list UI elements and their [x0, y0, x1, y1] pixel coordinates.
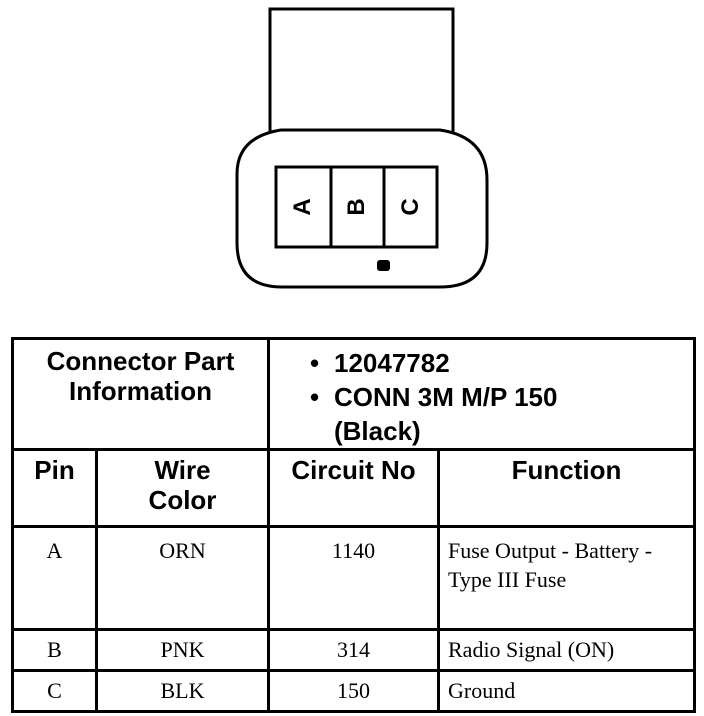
header-cell-function: Function	[436, 448, 697, 528]
header-cell-pin: Pin	[11, 448, 98, 528]
connector-info-label-line1: Connector Part	[46, 346, 235, 376]
pin-label-b: B	[343, 198, 370, 216]
header-wire-color: Wire Color	[98, 451, 267, 515]
pin-value: C	[47, 678, 62, 703]
connector-description: CONN 3M M/P 150	[334, 382, 558, 412]
circuit-no-value: 1140	[331, 538, 376, 563]
header-cell-wire-color: Wire Color	[95, 448, 270, 528]
wire-color-cell: BLK	[95, 669, 270, 713]
header-circuit-no: Circuit No	[291, 455, 416, 485]
table-row: B PNK 314 Radio Signal (ON)	[11, 628, 697, 672]
table-row: A ORN 1140 Fuse Output - Battery - Type …	[11, 525, 697, 631]
header-wire-color-line2: Color	[148, 485, 217, 515]
pin-value: A	[46, 538, 63, 563]
connector-info-list: • 12047782 • CONN 3M M/P 150 (Black)	[270, 340, 693, 448]
function-cell: Ground	[436, 669, 697, 713]
pin-label-c: C	[397, 198, 424, 216]
wire-color-value: BLK	[160, 678, 205, 703]
function-value: Fuse Output - Battery - Type III Fuse	[448, 538, 653, 592]
header-function: Function	[511, 455, 622, 485]
connector-face-diagram: A B C	[0, 0, 704, 300]
header-pin: Pin	[34, 455, 75, 485]
circuit-no-value: 314	[337, 637, 370, 662]
connector-color-item: (Black)	[310, 414, 693, 448]
function-cell: Fuse Output - Battery - Type III Fuse	[436, 525, 697, 631]
connector-description-item: • CONN 3M M/P 150	[310, 380, 693, 414]
pin-cell: A	[11, 525, 98, 631]
bullet-icon: •	[310, 348, 320, 378]
connector-color: (Black)	[334, 416, 421, 446]
wire-color-cell: ORN	[95, 525, 270, 631]
header-cell-circuit-no: Circuit No	[267, 448, 440, 528]
pin-label-a: A	[289, 198, 316, 216]
pin-cell: C	[11, 669, 98, 713]
connector-info-label: Connector Part Information	[14, 340, 267, 406]
connector-info-label-line2: Information	[69, 376, 212, 406]
circuit-no-cell: 1140	[267, 525, 440, 631]
table-row: C BLK 150 Ground	[11, 669, 697, 713]
wire-color-cell: PNK	[95, 628, 270, 672]
connector-housing-back	[268, 7, 455, 138]
circuit-no-value: 150	[337, 678, 370, 703]
bullet-icon: •	[310, 382, 320, 412]
pin-value: B	[47, 637, 62, 662]
connector-info-row: Connector Part Information • 12047782 • CO…	[11, 337, 697, 451]
connector-pinout-table: Connector Part Information •12047782 •CO…	[11, 337, 697, 713]
part-number-item: • 12047782	[310, 346, 693, 380]
pin-cell: B	[11, 628, 98, 672]
connector-info-values-cell: • 12047782 • CONN 3M M/P 150 (Black)	[266, 337, 697, 451]
function-value: Ground	[448, 678, 516, 703]
connector-cavity-block	[274, 165, 439, 249]
part-number: 12047782	[334, 348, 450, 378]
header-wire-color-line1: Wire	[154, 455, 211, 485]
function-value: Radio Signal (ON)	[448, 637, 615, 662]
function-cell: Radio Signal (ON)	[436, 628, 697, 672]
connector-info-label-cell: Connector Part Information	[11, 337, 270, 451]
circuit-no-cell: 314	[267, 628, 440, 672]
wire-color-value: ORN	[159, 538, 206, 563]
wire-color-value: PNK	[160, 637, 205, 662]
locking-tab-marker	[377, 260, 390, 271]
circuit-no-cell: 150	[267, 669, 440, 713]
connector-outline	[235, 7, 489, 289]
column-header-row: Pin Wire Color Circuit No Function	[11, 448, 697, 528]
